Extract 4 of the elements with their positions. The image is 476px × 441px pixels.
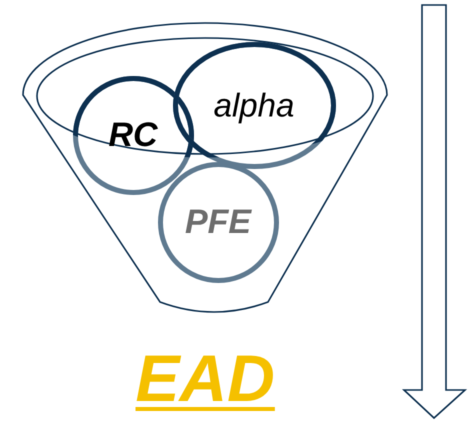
- heading-text: EAD: [136, 345, 275, 411]
- circle-label: RC: [108, 118, 158, 152]
- circle-label: alpha: [214, 88, 294, 122]
- circle-label: PFE: [184, 205, 252, 239]
